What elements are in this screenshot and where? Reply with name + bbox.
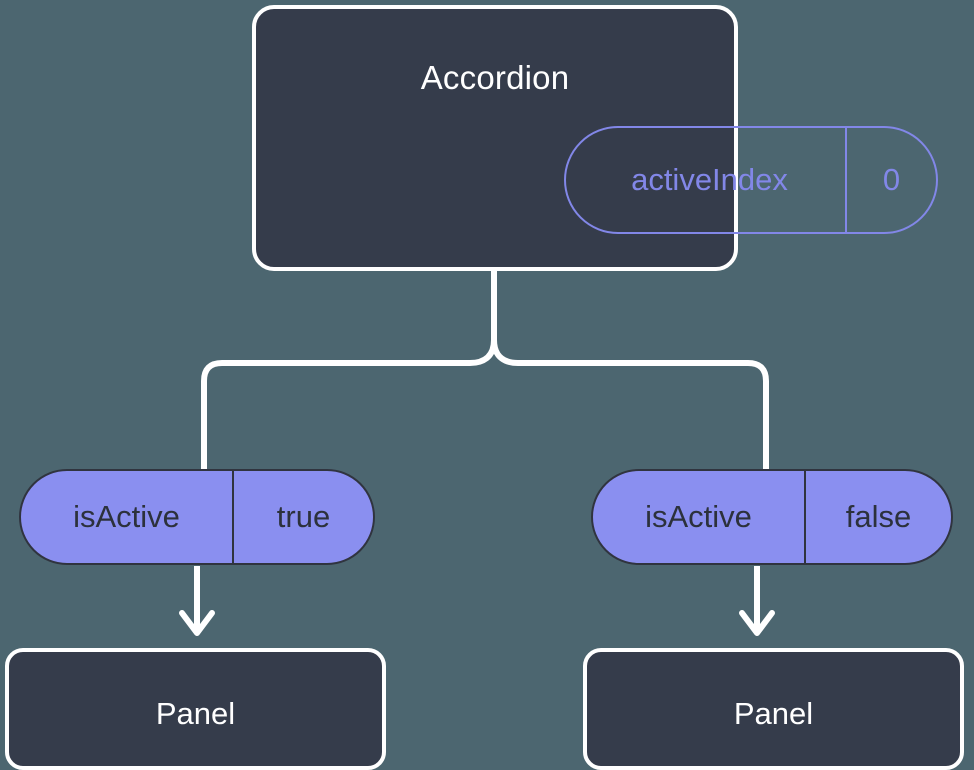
prop-pill-isactive-false[interactable]: isActive false xyxy=(591,469,953,565)
state-pill-activeindex[interactable]: activeIndex 0 xyxy=(564,126,938,234)
branch-line-left xyxy=(201,337,497,473)
prop-pill-right-key: isActive xyxy=(593,471,806,563)
arrow-head-right-icon xyxy=(739,610,775,636)
prop-pill-left-key: isActive xyxy=(21,471,234,563)
prop-pill-isactive-true[interactable]: isActive true xyxy=(19,469,375,565)
node-panel-left[interactable]: Panel xyxy=(5,648,386,770)
prop-pill-left-value: true xyxy=(276,499,331,534)
arrow-head-left-icon xyxy=(179,610,215,636)
node-accordion[interactable]: Accordion activeIndex 0 xyxy=(252,5,938,271)
prop-pill-right-value: false xyxy=(845,499,912,534)
branch-line-right xyxy=(491,337,769,473)
state-pill-activeindex-key: activeIndex xyxy=(566,128,847,232)
node-panel-left-title: Panel xyxy=(155,696,236,731)
node-panel-right-title: Panel xyxy=(733,696,814,731)
state-pill-activeindex-value: 0 xyxy=(882,162,901,197)
node-panel-right[interactable]: Panel xyxy=(583,648,964,770)
node-accordion-title: Accordion xyxy=(420,59,570,96)
